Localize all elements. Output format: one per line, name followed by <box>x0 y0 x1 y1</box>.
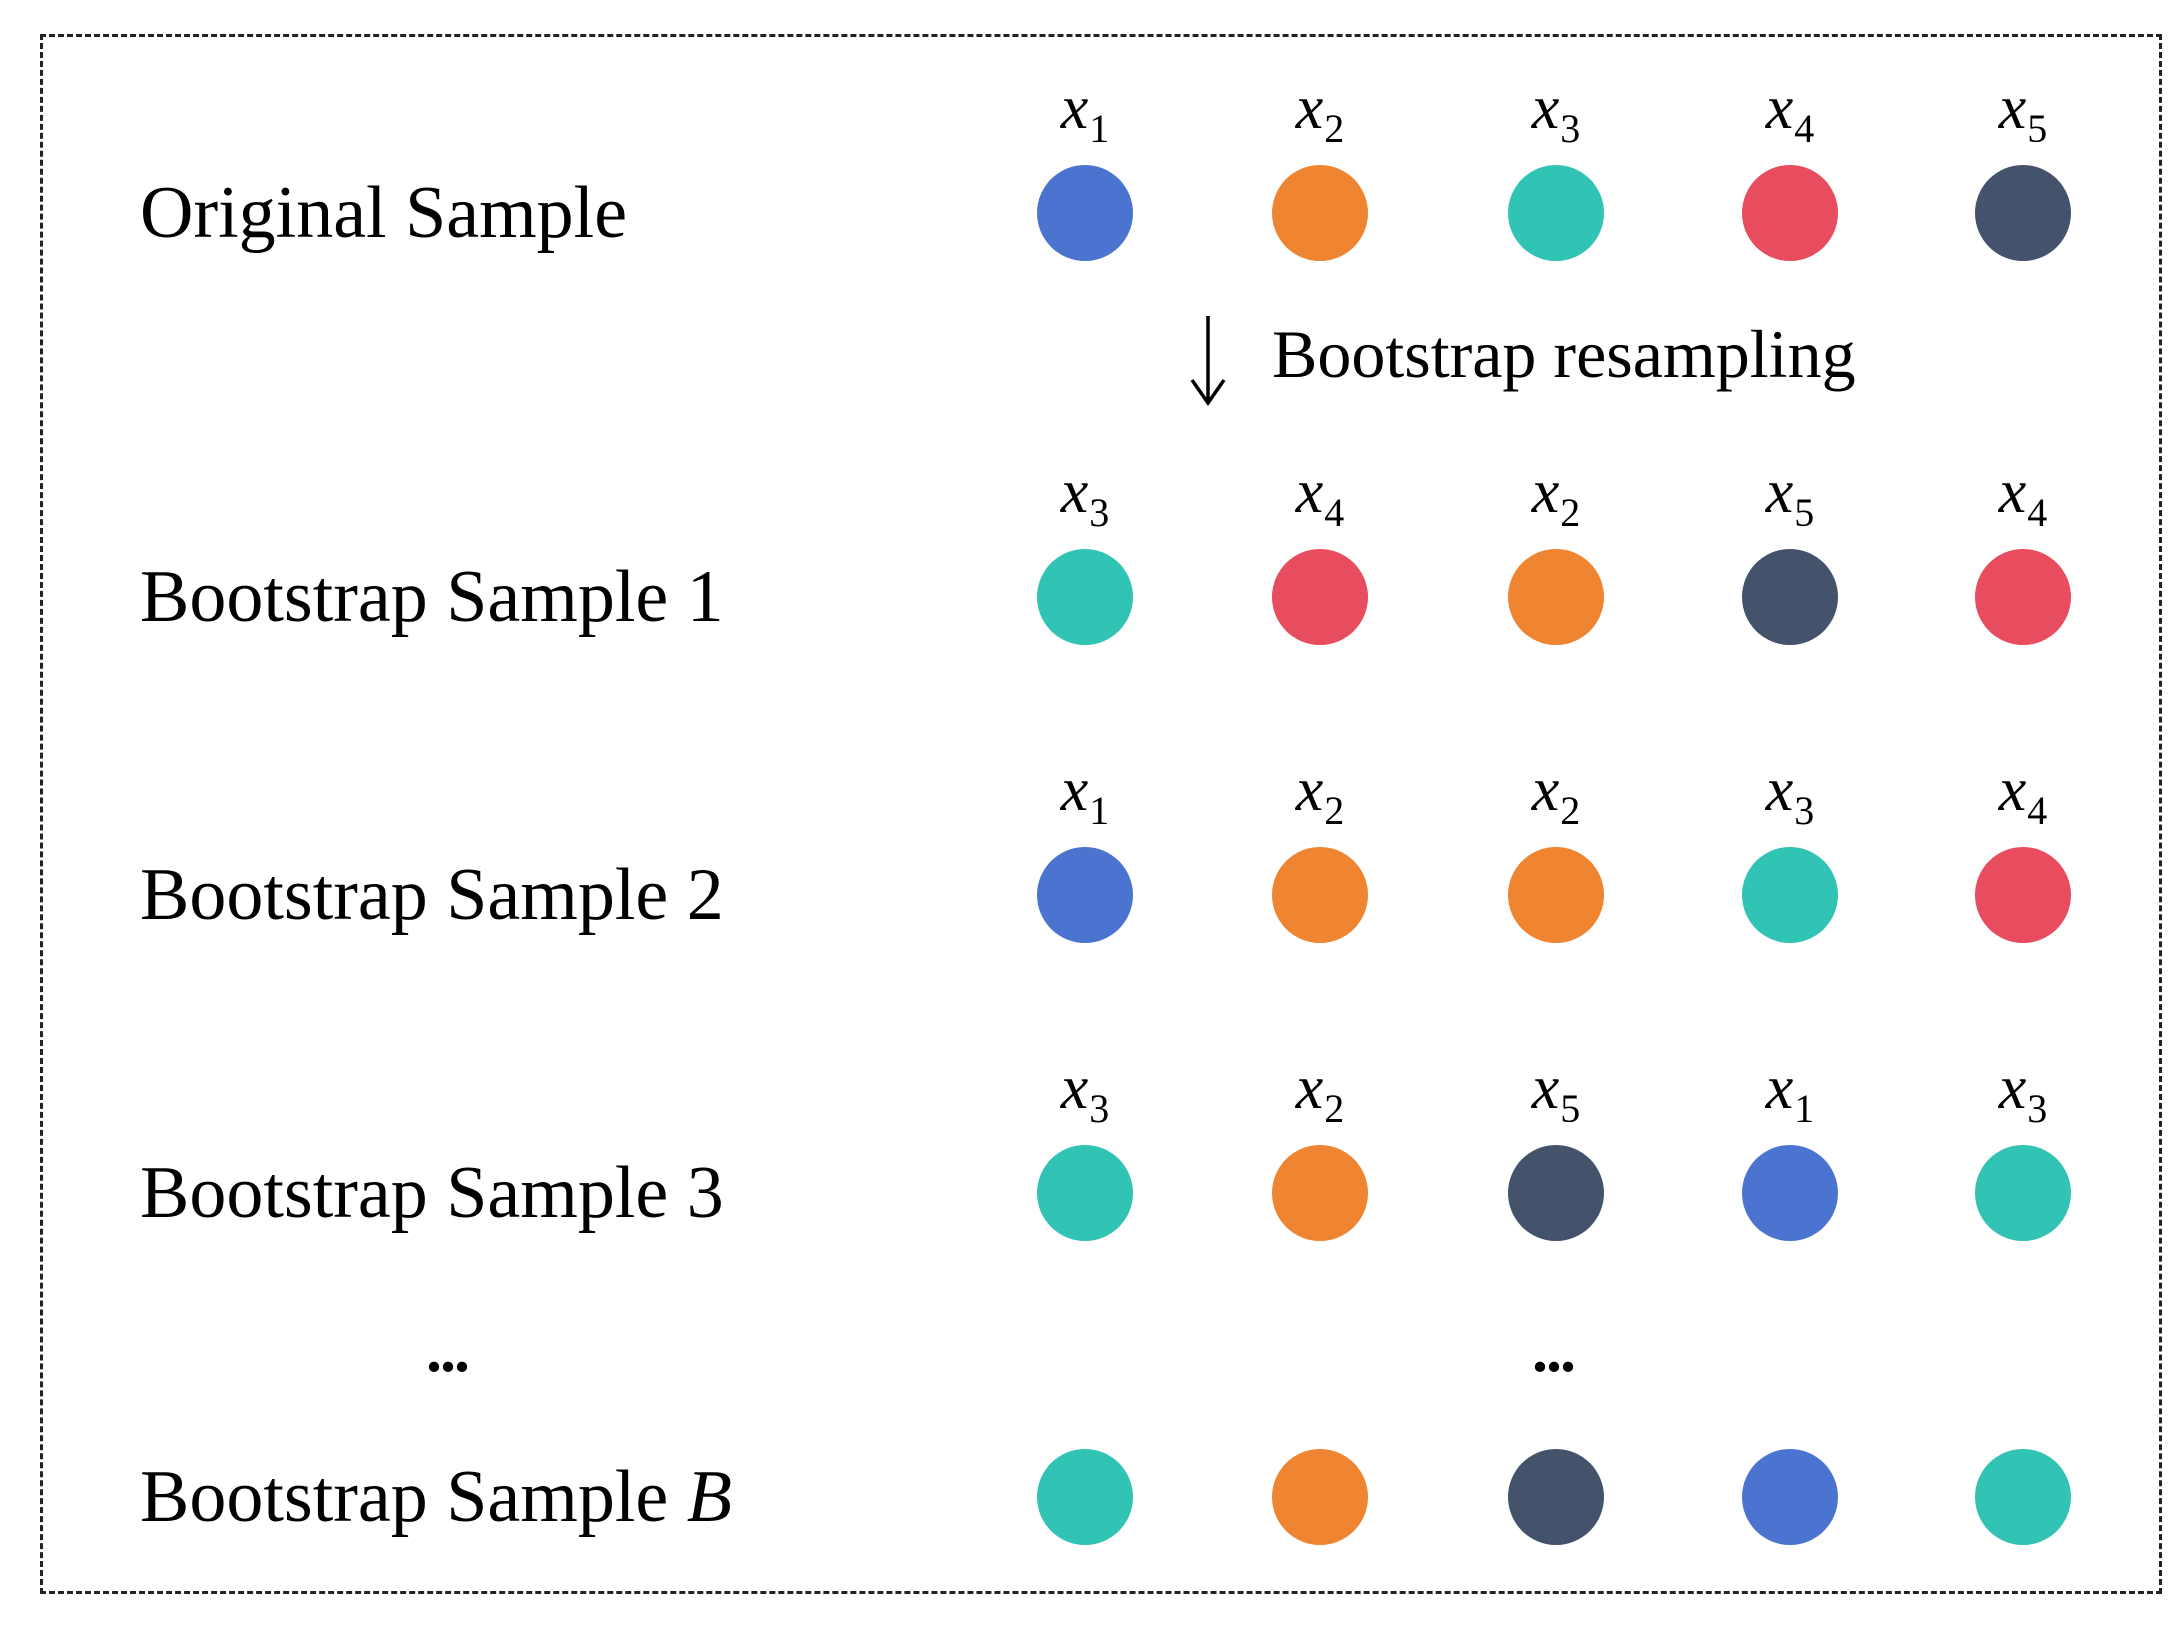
rows-ellipsis: ... <box>426 1314 470 1385</box>
variable-label: x4 <box>1295 458 1345 535</box>
sample-dot-x1 <box>1037 847 1133 943</box>
variable-label: x2 <box>1531 458 1581 535</box>
dots-ellipsis: ... <box>1532 1314 1576 1385</box>
sample-dot-x4 <box>1272 549 1368 645</box>
row-label-text: Bootstrap Sample 2 <box>140 854 724 936</box>
sample-dot-x3 <box>1742 847 1838 943</box>
row-label-4: Bootstrap Sample B <box>140 1460 732 1534</box>
row-label-1: Bootstrap Sample 1 <box>140 560 724 634</box>
variable-label: x1 <box>1060 74 1110 151</box>
sample-dot-x4 <box>1975 847 2071 943</box>
variable-label: x5 <box>1765 458 1815 535</box>
variable-label: x1 <box>1765 1054 1815 1131</box>
variable-label: x3 <box>1998 1054 2048 1131</box>
row-label-2: Bootstrap Sample 2 <box>140 858 724 932</box>
variable-label: x5 <box>1998 74 2048 151</box>
variable-label: x4 <box>1998 458 2048 535</box>
variable-label: x2 <box>1295 756 1345 833</box>
sample-dot-x2 <box>1272 847 1368 943</box>
sample-dot-x5 <box>1508 1449 1604 1545</box>
row-label-text: Original Sample <box>140 172 628 254</box>
row-label-suffix: B <box>686 1456 732 1538</box>
variable-label: x2 <box>1295 1054 1345 1131</box>
sample-dot-x5 <box>1975 165 2071 261</box>
variable-label: x4 <box>1998 756 2048 833</box>
down-arrow-icon <box>1190 316 1226 406</box>
sample-dot-x1 <box>1037 165 1133 261</box>
sample-dot-x5 <box>1508 1145 1604 1241</box>
sample-dot-x2 <box>1272 1145 1368 1241</box>
row-label-text: Bootstrap Sample 1 <box>140 556 724 638</box>
diagram-frame <box>40 34 2162 1594</box>
sample-dot-x1 <box>1742 1449 1838 1545</box>
variable-label: x4 <box>1765 74 1815 151</box>
row-label-text: Bootstrap Sample <box>140 1456 687 1538</box>
sample-dot-x3 <box>1037 549 1133 645</box>
sample-dot-x2 <box>1508 549 1604 645</box>
variable-label: x3 <box>1060 458 1110 535</box>
variable-label: x3 <box>1765 756 1815 833</box>
sample-dot-x2 <box>1508 847 1604 943</box>
sample-dot-x4 <box>1975 549 2071 645</box>
variable-label: x3 <box>1060 1054 1110 1131</box>
variable-label: x1 <box>1060 756 1110 833</box>
sample-dot-x3 <box>1508 165 1604 261</box>
bootstrap-resampling-label: Bootstrap resampling <box>1272 316 1856 392</box>
row-label-text: Bootstrap Sample 3 <box>140 1152 724 1234</box>
row-label-0: Original Sample <box>140 176 627 250</box>
sample-dot-x1 <box>1742 1145 1838 1241</box>
variable-label: x5 <box>1531 1054 1581 1131</box>
sample-dot-x4 <box>1742 165 1838 261</box>
variable-label: x3 <box>1531 74 1581 151</box>
variable-label: x2 <box>1295 74 1345 151</box>
sample-dot-x3 <box>1975 1145 2071 1241</box>
sample-dot-x3 <box>1975 1449 2071 1545</box>
variable-label: x2 <box>1531 756 1581 833</box>
sample-dot-x2 <box>1272 165 1368 261</box>
sample-dot-x3 <box>1037 1449 1133 1545</box>
sample-dot-x5 <box>1742 549 1838 645</box>
sample-dot-x3 <box>1037 1145 1133 1241</box>
row-label-3: Bootstrap Sample 3 <box>140 1156 724 1230</box>
sample-dot-x2 <box>1272 1449 1368 1545</box>
